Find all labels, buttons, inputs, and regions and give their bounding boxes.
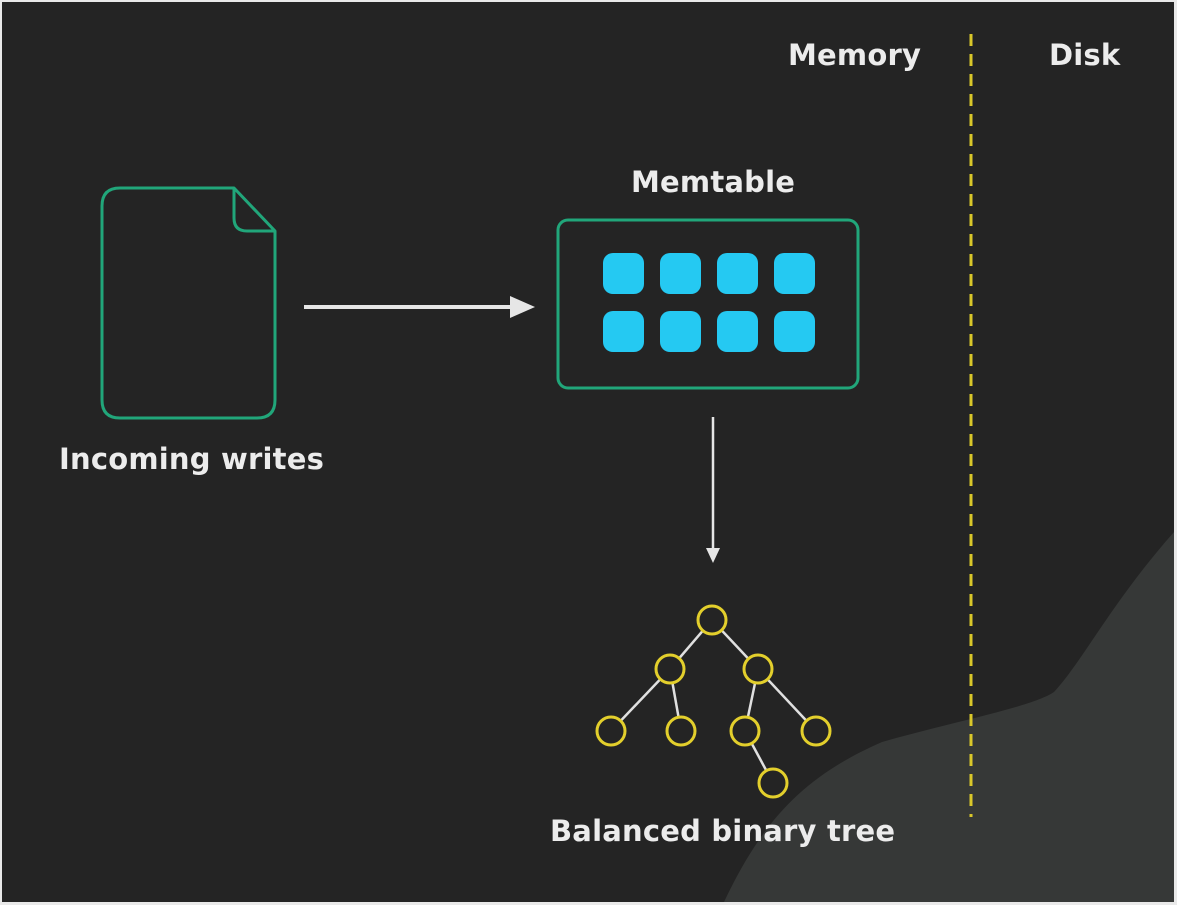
memtable-entry [774,311,815,352]
tree-node [665,715,697,747]
memory-region-label: Memory [788,38,922,72]
memtable-box [556,218,860,390]
memtable-entry [717,253,758,294]
tree-node [742,653,774,685]
memtable-entry [774,253,815,294]
memtable-entry [603,311,644,352]
tree-node [696,604,728,636]
memtable-entry [660,311,701,352]
tree-label: Balanced binary tree [550,814,896,848]
memtable-entry [717,311,758,352]
arrow-to-memtable [304,296,535,318]
document-icon [100,186,277,420]
tree-node [654,653,686,685]
background-shape [724,532,1174,902]
tree-node [757,767,789,799]
incoming-writes-label: Incoming writes [59,442,325,476]
disk-region-label: Disk [1049,38,1121,72]
tree-node [729,715,761,747]
memtable-entry [603,253,644,294]
memtable-label: Memtable [631,165,796,199]
memtable-entries [603,253,815,352]
tree-node [595,715,627,747]
balanced-binary-tree [595,604,832,799]
memtable-entry [660,253,701,294]
arrow-to-tree [706,417,720,563]
tree-node [800,715,832,747]
